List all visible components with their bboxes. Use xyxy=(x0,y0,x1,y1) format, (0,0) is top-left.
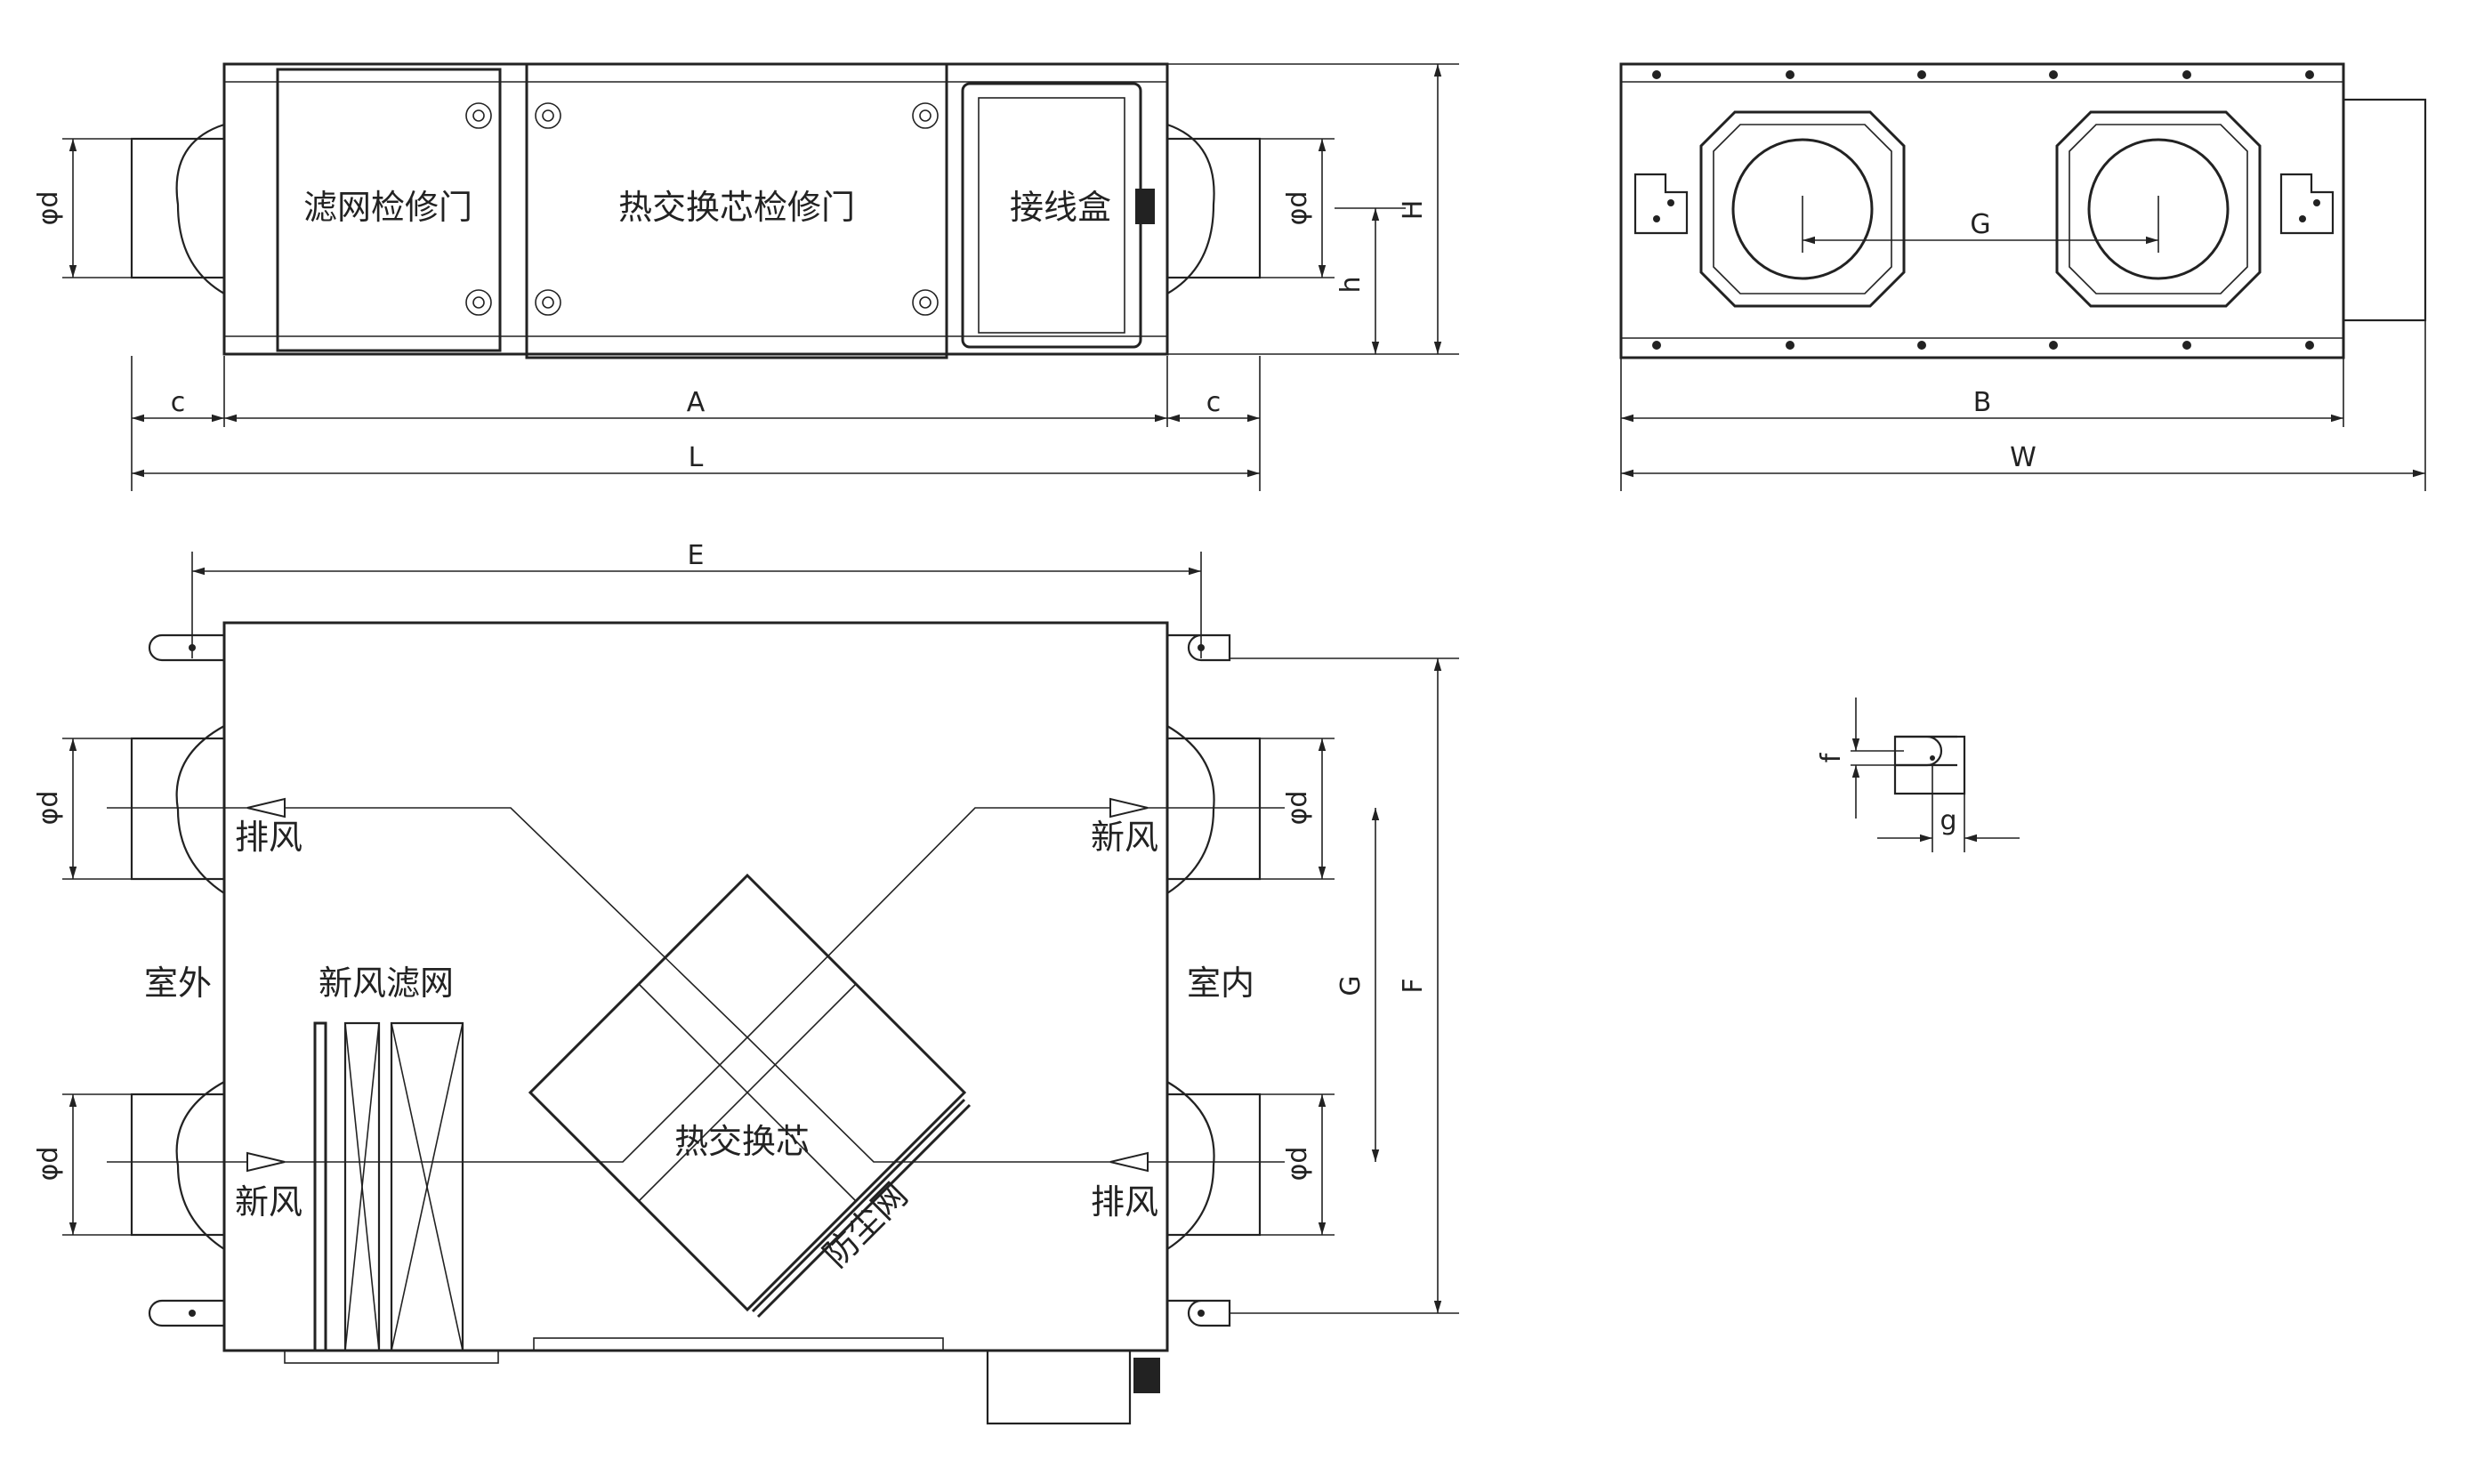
dim-c-right: c xyxy=(1206,387,1222,418)
duct-right xyxy=(1165,123,1262,294)
port-left xyxy=(1699,110,1906,308)
dim-g: g xyxy=(1940,805,1956,836)
dim-d-br: φd xyxy=(1282,1147,1313,1182)
plan-duct-top-left xyxy=(130,725,226,894)
side-junction-box xyxy=(2342,98,2427,322)
bracket-detail: f g xyxy=(1816,698,2020,852)
heat-core-door-label: 热交换芯检修门 xyxy=(618,188,855,227)
side-view: G B W xyxy=(1619,62,2427,491)
cable-gland-icon xyxy=(1135,189,1155,224)
dim-A: A xyxy=(687,387,706,418)
label-fresh-in-left: 新风 xyxy=(235,1182,302,1222)
heat-core-door xyxy=(525,62,948,359)
bracket-right-icon xyxy=(2279,173,2335,235)
bracket-left-icon xyxy=(1633,173,1689,235)
dim-F: F xyxy=(1398,978,1429,993)
dim-h: h xyxy=(1335,276,1367,293)
label-fresh-filter: 新风滤网 xyxy=(319,964,454,1003)
label-outdoor: 室外 xyxy=(144,964,212,1003)
plan-duct-bottom-left xyxy=(130,1081,226,1250)
dim-E: E xyxy=(688,540,705,571)
airflow-paths xyxy=(107,797,1285,1173)
front-view: 滤网检修门 热交换芯检修门 接线盒 c A c L H h φd φd xyxy=(33,62,1459,491)
plan-duct-top-right xyxy=(1165,725,1262,894)
plan-cable-gland-icon xyxy=(1133,1358,1160,1393)
dim-c-left: c xyxy=(171,387,186,418)
dim-d-tl: φd xyxy=(33,791,64,826)
mount-brackets xyxy=(148,633,1231,1327)
filter-door-label: 滤网检修门 xyxy=(303,188,472,227)
dim-L: L xyxy=(689,442,704,473)
filter-door xyxy=(276,68,502,352)
dim-G-plan: G xyxy=(1335,975,1367,996)
label-exhaust-in: 排风 xyxy=(1091,1182,1158,1222)
port-right xyxy=(2055,110,2262,308)
plan-view: E xyxy=(33,540,1459,1425)
dim-H: H xyxy=(1398,200,1429,221)
dim-f: f xyxy=(1816,752,1847,762)
plan-duct-bottom-right xyxy=(1165,1081,1262,1250)
dim-W: W xyxy=(2010,442,2036,473)
dim-d-tr: φd xyxy=(1282,791,1313,826)
dim-B: B xyxy=(1973,387,1992,418)
duct-left xyxy=(130,123,226,294)
heat-exchanger-core xyxy=(528,873,972,1319)
label-heat-core: 热交换芯 xyxy=(674,1122,810,1161)
label-indoor: 室内 xyxy=(1187,964,1254,1003)
label-exhaust-out: 排风 xyxy=(235,818,302,857)
plan-junction-box xyxy=(986,1349,1132,1425)
fresh-air-filter xyxy=(313,1021,464,1352)
junction-box-label: 接线盒 xyxy=(1010,188,1111,227)
door-knobs xyxy=(465,102,939,316)
dim-G-side: G xyxy=(1970,209,1990,240)
dim-d-left: φd xyxy=(33,191,64,226)
rivets xyxy=(1652,70,2314,350)
dim-d-right: φd xyxy=(1282,191,1313,226)
label-fresh-in-right: 新风 xyxy=(1091,818,1158,857)
dim-d-bl: φd xyxy=(33,1147,64,1182)
